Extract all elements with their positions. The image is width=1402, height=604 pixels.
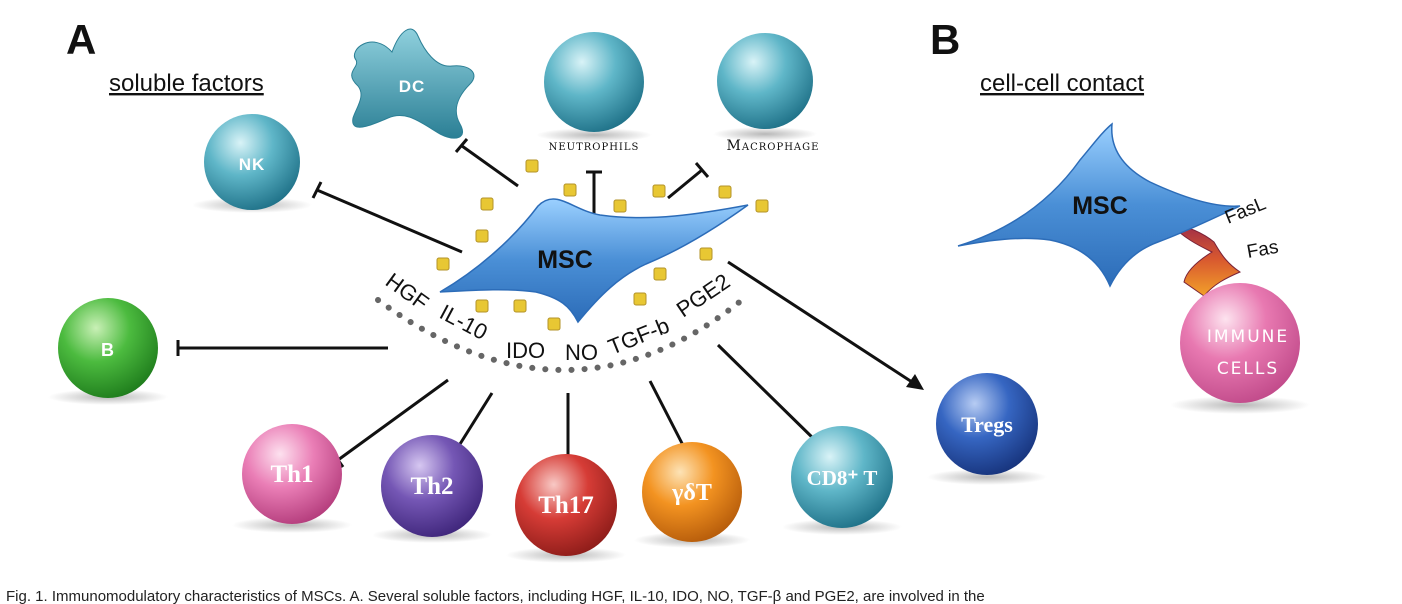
msc-label-b: MSC <box>1072 192 1128 220</box>
promote-tregs-arrowhead <box>906 374 924 390</box>
inhibit-nk-bar <box>311 181 323 199</box>
inhibit-dc-line <box>461 144 519 188</box>
fas-label: Fas <box>1245 237 1280 263</box>
dc-cell <box>351 28 475 139</box>
gamma-delta-t-label: γδT <box>671 480 712 506</box>
cd8-t-label: CD8⁺ T <box>807 466 878 490</box>
heading-soluble-factors: soluble factors <box>109 70 264 97</box>
th17-cell <box>515 454 617 556</box>
factor-pge2: PGE2 <box>672 269 735 323</box>
inhibit-th2-line <box>453 392 494 453</box>
inhibit-cd8-line <box>716 343 820 445</box>
immune-label-line2: CELLS <box>1217 359 1279 379</box>
immune-cells-cell <box>1180 283 1300 403</box>
inhibit-gdt-line <box>648 380 690 456</box>
cd8-t-cell <box>791 426 893 528</box>
fasl-label: FasL <box>1222 193 1269 228</box>
nk-cell <box>204 114 300 210</box>
th1-label: Th1 <box>270 461 313 488</box>
inhibit-macrophage-line <box>667 168 703 200</box>
th17-label: Th17 <box>538 492 594 519</box>
macrophage-label: Macrophage <box>727 138 820 154</box>
macrophage-cell <box>717 33 813 129</box>
msc-cell-a <box>439 198 749 324</box>
factor-ido: IDO <box>506 338 545 363</box>
inhibit-th1-line <box>337 378 449 462</box>
secretory-granules <box>436 159 769 331</box>
factor-dotted-arc <box>375 297 745 373</box>
dc-label: DC <box>399 77 426 96</box>
immune-label-line1: IMMUNE <box>1207 327 1289 347</box>
msc-label-a: MSC <box>537 246 593 274</box>
figure-caption: Fig. 1. Immunomodulatory characteristics… <box>6 588 985 604</box>
inhibit-nk-line <box>316 188 463 254</box>
fasl-fas-stalk <box>1166 221 1242 297</box>
th2-cell <box>381 435 483 537</box>
gamma-delta-t-cell <box>642 442 742 542</box>
heading-cell-cell-contact: cell-cell contact <box>980 70 1144 97</box>
panel-b-label: B <box>930 16 960 63</box>
b-cell <box>58 298 158 398</box>
tregs-cell <box>936 373 1038 475</box>
inhibit-macrophage-bar <box>694 162 710 178</box>
msc-cell-b <box>957 122 1241 288</box>
neutrophils-label: neutrophils <box>549 138 640 154</box>
factor-tgfb: TGF-b <box>605 313 673 360</box>
tregs-label: Tregs <box>961 412 1013 437</box>
panel-a-label: A <box>66 16 96 63</box>
inhibit-dc-bar <box>454 138 469 153</box>
th1-cell <box>242 424 342 524</box>
neutrophil-cell <box>544 32 644 132</box>
th2-label: Th2 <box>410 473 453 500</box>
promote-tregs-line <box>727 260 913 384</box>
b-cell-label: B <box>101 340 115 360</box>
factor-no: NO <box>565 340 598 365</box>
nk-label: NK <box>239 155 266 174</box>
